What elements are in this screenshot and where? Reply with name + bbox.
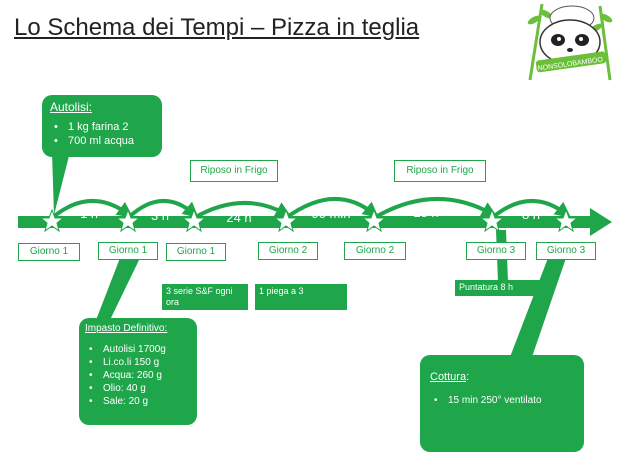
list-item: 700 ml acqua	[54, 135, 154, 147]
star-marker	[479, 208, 505, 233]
cottura-heading-colon: :	[466, 371, 470, 383]
star-marker	[273, 208, 299, 233]
star-marker	[181, 208, 207, 233]
list-item: 1 kg farina 2	[54, 121, 154, 133]
autolisi-pointer	[52, 152, 70, 215]
duration-label: 3 h	[150, 208, 170, 223]
list-item: Autolisi 1700g	[89, 344, 191, 355]
list-item: Sale: 20 g	[89, 396, 191, 407]
day-label: Giorno 2	[344, 242, 406, 260]
day-label: Giorno 3	[536, 242, 596, 260]
cottura-box: Cottura: 15 min 250° ventilato	[420, 355, 584, 452]
arc-2	[126, 199, 199, 220]
page-title: Lo Schema dei Tempi – Pizza in teglia	[14, 14, 420, 41]
list-item: Olio: 40 g	[89, 383, 191, 394]
duration-label: 8 h	[521, 207, 541, 222]
duration-label: 1 h	[79, 206, 99, 221]
arc-3	[192, 200, 292, 220]
arc-6	[490, 199, 572, 220]
autolisi-list: 1 kg farina 2 700 ml acqua	[50, 121, 154, 147]
arc-1	[50, 199, 134, 220]
day-label: Giorno 2	[258, 242, 318, 260]
list-item: 15 min 250° ventilato	[434, 395, 574, 406]
day-label: Giorno 1	[166, 243, 226, 261]
note-serie: 3 serie S&F ogni ora	[162, 284, 248, 310]
day-label: Giorno 1	[18, 243, 80, 261]
list-item: Li.co.li 150 g	[89, 357, 191, 368]
day-label: Giorno 3	[466, 242, 526, 260]
star-marker	[553, 208, 579, 233]
star-marker	[361, 208, 387, 233]
arc-5	[372, 197, 498, 220]
note-puntatura: Puntatura 8 h	[455, 280, 541, 296]
riposo-label-1: Riposo in Frigo	[190, 160, 278, 182]
impasto-heading: Impasto Definitivo:	[85, 323, 168, 334]
note-piega: 1 piega a 3	[255, 284, 347, 310]
timeline-arrow	[18, 208, 612, 236]
impasto-list: Autolisi 1700g Li.co.li 150 g Acqua: 260…	[85, 344, 191, 407]
duration-label: 18 h	[413, 205, 439, 220]
day-label: Giorno 1	[98, 242, 158, 260]
autolisi-box: Autolisi: 1 kg farina 2 700 ml acqua	[42, 95, 162, 157]
duration-label: 24 h	[226, 210, 252, 225]
impasto-pointer	[96, 258, 140, 320]
duration-label: 90 min	[311, 206, 351, 221]
cottura-heading: Cottura	[430, 371, 467, 383]
riposo-label-2: Riposo in Frigo	[394, 160, 486, 182]
impasto-box: Impasto Definitivo: Autolisi 1700g Li.co…	[79, 318, 197, 425]
arc-4	[284, 196, 379, 220]
star-marker	[39, 208, 65, 233]
cottura-pointer	[510, 258, 566, 357]
autolisi-heading: Autolisi:	[50, 100, 93, 114]
list-item: Acqua: 260 g	[89, 370, 191, 381]
cottura-list: 15 min 250° ventilato	[430, 395, 574, 406]
star-marker	[115, 208, 141, 233]
nonsolobamboo-logo: NONSOLOBAMBOO	[520, 0, 620, 82]
